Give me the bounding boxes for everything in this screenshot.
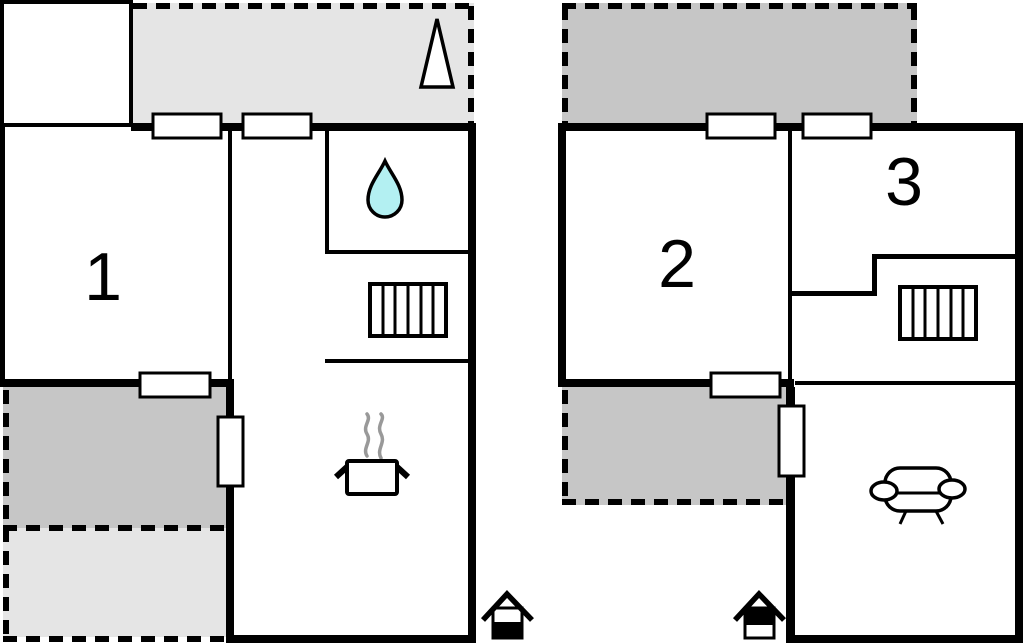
door: [801, 112, 873, 140]
sofa-legs: [898, 510, 945, 525]
left-terrace-dark: [3, 387, 227, 528]
house-roof: [480, 589, 534, 622]
room-label-2: 2: [658, 226, 696, 302]
door: [138, 371, 212, 399]
dashed-boundary-left-plan: [3, 3, 474, 642]
house-level-ground-icon: [480, 589, 534, 640]
sofa-armrest-left: [869, 480, 899, 502]
sofa-armrest-right: [937, 478, 967, 500]
sofa-icon: [869, 466, 967, 525]
steam-line: [377, 412, 385, 460]
right-floor-plan: 2 3: [558, 3, 1023, 643]
water-drop-icon: [366, 156, 404, 219]
door: [216, 415, 245, 488]
right-terrace-dark: [562, 387, 786, 505]
stairs-icon: [898, 285, 978, 341]
door: [151, 112, 223, 140]
right-covered-area-top: [562, 3, 917, 123]
door: [777, 404, 806, 478]
door: [241, 112, 313, 140]
pot-body: [345, 459, 399, 496]
door: [709, 371, 782, 399]
house-level-upper-icon: [732, 589, 786, 640]
house-level-band: [745, 608, 774, 625]
radiator-icon: [368, 282, 448, 338]
tree-icon: [418, 18, 456, 89]
door: [705, 112, 777, 140]
left-plan-walls: [0, 123, 476, 643]
annex-room: [0, 0, 133, 127]
left-floor-plan: 1: [0, 0, 534, 643]
cooking-pot-icon: [333, 412, 411, 496]
steam-line: [363, 412, 371, 458]
dashed-boundary-right-plan: [562, 3, 917, 505]
house-level-band: [493, 622, 522, 638]
room-label-3: 3: [885, 144, 923, 220]
stairs-steps: [911, 287, 965, 339]
left-covered-area-top: [133, 3, 474, 123]
right-plan-walls: [558, 123, 1023, 643]
left-terrace-light: [3, 528, 227, 637]
room-label-1: 1: [84, 239, 122, 315]
house-roof: [732, 589, 786, 622]
radiator-fins: [381, 284, 435, 336]
